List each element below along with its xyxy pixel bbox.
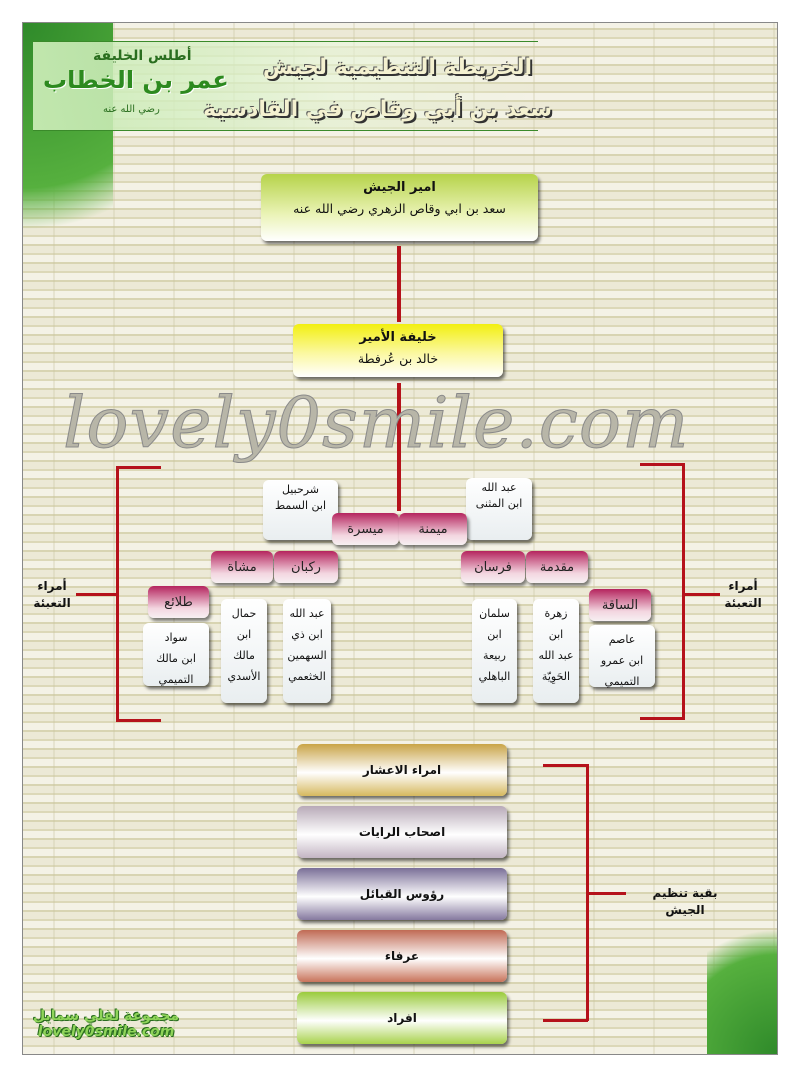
deputy-box: خليفة الأمير خالد بن عُرفطة (293, 324, 503, 377)
title-line1: الخريطة التنظيمية لجيش (262, 55, 532, 80)
level-bar: اصحاب الرايات (297, 806, 507, 858)
honorific: رضي الله عنه (103, 104, 160, 115)
level-bar: افراد (297, 992, 507, 1044)
decorative-corner (707, 904, 777, 1054)
deputy-heading: خليفة الأمير (359, 330, 437, 345)
muqaddima-tab: مقدمة (526, 551, 588, 583)
commander-box: امير الجيش سعد بن ابي وقاص الزهري رضي ال… (261, 174, 538, 241)
connector (397, 383, 401, 511)
maymana-tab: ميمنة (399, 513, 467, 545)
mushat-tab: مشاة (211, 551, 273, 583)
commander-name: سعد بن ابي وقاص الزهري رضي الله عنه (293, 201, 506, 216)
level-bar: امراء الاعشار (297, 744, 507, 796)
atlas-label: أطلس الخليفة (93, 48, 192, 64)
level-bar: رؤوس القبائل (297, 868, 507, 920)
diagram-canvas: أطلس الخليفة عمر بن الخطاب رضي الله عنه … (22, 22, 778, 1055)
connector (397, 246, 401, 322)
footer-logo: مجموعة لفلي سمايل lovely0smile.com (33, 1008, 180, 1040)
rest-label: بقية تنظيم الجيش (652, 886, 718, 917)
watermark: lovely0smile.com (62, 382, 690, 464)
level-bar: عرفاء (297, 930, 507, 982)
fursan-tab: فرسان (461, 551, 525, 583)
bracket-right (682, 463, 685, 720)
right-side-label: أمراء التعبئة (724, 579, 762, 610)
caliph-name: عمر بن الخطاب (43, 66, 229, 94)
deputy-name: خالد بن عُرفطة (357, 351, 439, 366)
maysara-tab: ميسرة (332, 513, 399, 545)
title-line2: سعد بن أبي وقاص في القادسية (203, 97, 552, 122)
talai-tab: طلائع (148, 586, 209, 618)
rukban-tab: ركبان (274, 551, 338, 583)
saqa-tab: الساقة (589, 589, 651, 621)
left-side-label: أمراء التعبئة (33, 579, 71, 610)
commander-heading: امير الجيش (363, 180, 436, 195)
header-banner: أطلس الخليفة عمر بن الخطاب رضي الله عنه (33, 41, 538, 131)
